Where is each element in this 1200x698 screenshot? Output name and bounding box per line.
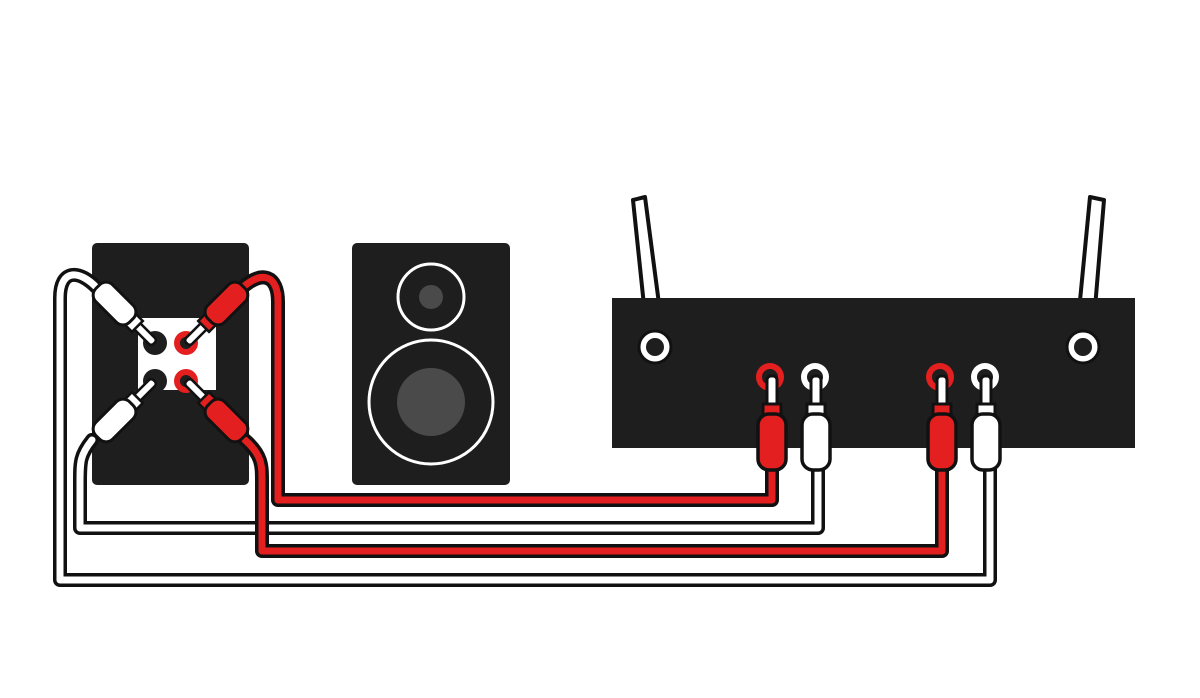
cable-white-outer <box>53 267 997 587</box>
cable-red-outer <box>238 433 949 558</box>
amplifier-body <box>612 298 1135 448</box>
amplifier <box>612 195 1135 448</box>
cable-white-inner <box>73 433 825 535</box>
speaker-front <box>352 243 510 485</box>
cable-red-inner <box>235 270 779 507</box>
